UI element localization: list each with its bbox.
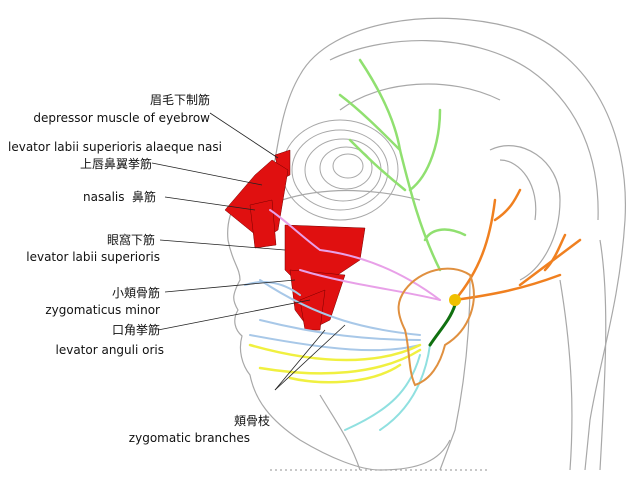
nasalis-label-en: nasalis xyxy=(83,190,125,204)
lao-label-en: levator anguli oris xyxy=(55,343,165,357)
leader-lines xyxy=(151,112,346,391)
depressor-label-jp: 眉毛下制筋 xyxy=(149,93,210,107)
temporal-branch xyxy=(338,58,467,272)
zygomatic-branch xyxy=(269,209,441,301)
head-outline xyxy=(227,17,627,471)
zb-label-jp: 頬骨枝 xyxy=(233,414,270,428)
parotid-gland-outline xyxy=(397,267,475,387)
nasalis-muscle xyxy=(249,199,277,249)
zb-label-en: zygomatic branches xyxy=(128,431,250,445)
posterior-auricular-branch xyxy=(453,188,582,302)
lls-label-jp: 眼窩下筋 xyxy=(106,233,155,247)
nerve-branches xyxy=(244,58,582,431)
facial-muscles xyxy=(224,149,366,331)
deep-branch xyxy=(428,303,457,347)
llsan-label-jp: 上唇鼻翼挙筋 xyxy=(79,157,152,171)
mandibular-branch xyxy=(248,343,422,384)
nasalis-label-jp: 鼻筋 xyxy=(132,190,157,204)
lao-label-jp: 口角挙筋 xyxy=(111,323,160,337)
depressor-label-en: depressor muscle of eyebrow xyxy=(33,111,210,125)
zm-label-jp: 小頬骨筋 xyxy=(111,286,160,300)
nerve-trunk-node xyxy=(449,294,461,306)
lls-label-en: levator labii superioris xyxy=(26,250,160,264)
cervical-branch xyxy=(344,344,431,431)
llsan-label-en: levator labii superioris alaeque nasi xyxy=(8,140,222,154)
zm-label-en: zygomaticus minor xyxy=(45,303,160,317)
